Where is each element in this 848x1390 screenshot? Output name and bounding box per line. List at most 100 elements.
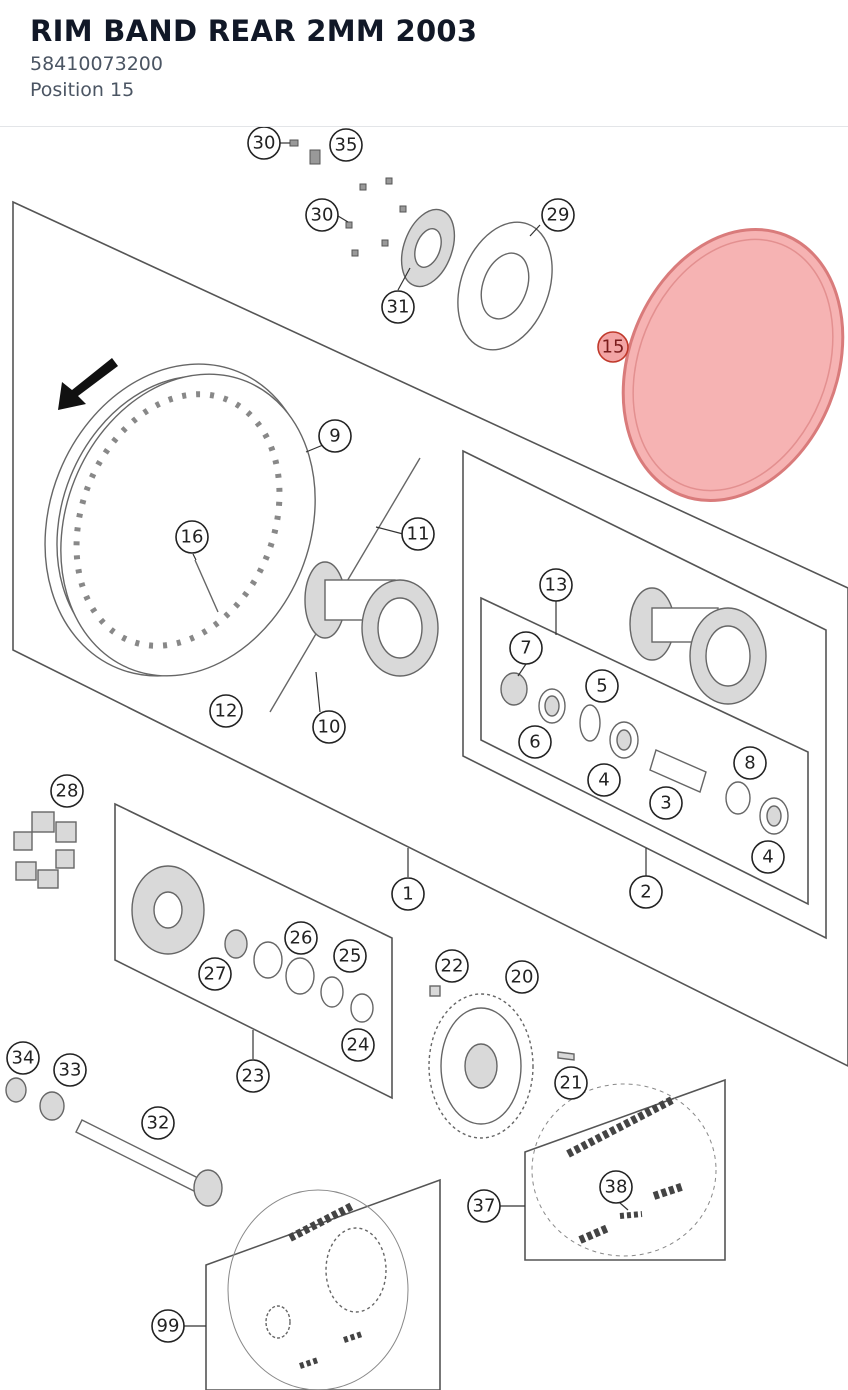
svg-text:30: 30 xyxy=(253,133,276,154)
svg-text:25: 25 xyxy=(339,946,362,967)
callout-7[interactable]: 7 xyxy=(509,631,543,665)
bearings-and-spacers xyxy=(500,672,789,835)
rotation-arrow-icon xyxy=(58,358,118,410)
callout-8[interactable]: 8 xyxy=(733,746,767,780)
callout-21[interactable]: 21 xyxy=(554,1066,588,1100)
callout-24[interactable]: 24 xyxy=(341,1028,375,1062)
cush-drive-parts xyxy=(131,865,374,1023)
callout-30-top[interactable]: 30 xyxy=(247,127,281,160)
callout-2[interactable]: 2 xyxy=(629,875,663,909)
svg-text:11: 11 xyxy=(407,524,430,545)
callout-4[interactable]: 4 xyxy=(587,763,621,797)
rear-sprocket xyxy=(428,993,534,1139)
svg-text:30: 30 xyxy=(311,205,334,226)
bearing-kit-panel xyxy=(480,596,809,906)
callout-38[interactable]: 38 xyxy=(599,1170,633,1204)
svg-text:10: 10 xyxy=(318,717,341,738)
callout-26[interactable]: 26 xyxy=(284,921,318,955)
callout-27[interactable]: 27 xyxy=(198,957,232,991)
svg-text:27: 27 xyxy=(204,964,227,985)
callout-22[interactable]: 22 xyxy=(435,949,469,983)
callout-12[interactable]: 12 xyxy=(209,694,243,728)
rim-band-highlight[interactable] xyxy=(584,196,848,534)
svg-text:24: 24 xyxy=(347,1035,370,1056)
part-number: 58410073200 xyxy=(30,53,163,75)
callout-99[interactable]: 99 xyxy=(151,1309,185,1343)
svg-text:26: 26 xyxy=(290,928,313,949)
svg-text:32: 32 xyxy=(147,1113,170,1134)
svg-text:12: 12 xyxy=(215,701,238,722)
disc-screws xyxy=(289,139,407,257)
chain-kit-contents xyxy=(531,1083,717,1257)
svg-text:37: 37 xyxy=(473,1196,496,1217)
svg-text:15: 15 xyxy=(602,337,625,358)
cush-drive-panel xyxy=(114,802,393,1100)
svg-text:16: 16 xyxy=(181,527,204,548)
callout-35[interactable]: 35 xyxy=(329,128,363,162)
svg-text:23: 23 xyxy=(242,1066,265,1087)
axle-parts xyxy=(5,1077,223,1207)
svg-text:38: 38 xyxy=(605,1177,628,1198)
svg-text:99: 99 xyxy=(157,1316,180,1337)
callout-13[interactable]: 13 xyxy=(539,568,573,602)
drive-kit-contents xyxy=(227,1189,409,1390)
callout-3[interactable]: 3 xyxy=(649,786,683,820)
callout-34[interactable]: 34 xyxy=(6,1041,40,1075)
sprocket-bolt xyxy=(557,1051,575,1061)
callout-30[interactable]: 30 xyxy=(305,198,339,232)
sprocket-nut xyxy=(429,985,441,997)
brake-disc-and-carrier xyxy=(400,208,553,351)
callout-4-right[interactable]: 4 xyxy=(751,840,785,874)
hub-exploded xyxy=(629,587,767,705)
svg-text:8: 8 xyxy=(744,753,755,774)
rear-wheel-assembly-panel xyxy=(12,200,848,1067)
callout-31[interactable]: 31 xyxy=(381,290,415,324)
svg-text:7: 7 xyxy=(520,638,531,659)
svg-text:13: 13 xyxy=(545,575,568,596)
exploded-parts-diagram: 30 35 30 29 31 15 9 16 11 13 7 5 6 4 3 8… xyxy=(5,127,848,1390)
svg-text:3: 3 xyxy=(660,793,671,814)
svg-text:4: 4 xyxy=(762,847,773,868)
svg-text:9: 9 xyxy=(329,426,340,447)
svg-text:20: 20 xyxy=(511,967,534,988)
page-title: RIM BAND REAR 2MM 2003 xyxy=(30,14,478,48)
callout-9[interactable]: 9 xyxy=(318,419,352,453)
callout-5[interactable]: 5 xyxy=(585,669,619,703)
callout-10[interactable]: 10 xyxy=(312,710,346,744)
callout-11[interactable]: 11 xyxy=(401,517,435,551)
svg-text:29: 29 xyxy=(547,205,570,226)
callout-37[interactable]: 37 xyxy=(467,1189,501,1223)
svg-text:28: 28 xyxy=(56,781,79,802)
svg-text:34: 34 xyxy=(12,1048,35,1069)
callout-32[interactable]: 32 xyxy=(141,1106,175,1140)
hub-assembly-panel xyxy=(462,449,827,940)
svg-text:21: 21 xyxy=(560,1073,583,1094)
svg-text:1: 1 xyxy=(402,884,413,905)
svg-text:31: 31 xyxy=(387,297,410,318)
callout-16[interactable]: 16 xyxy=(175,520,209,554)
svg-text:33: 33 xyxy=(59,1060,82,1081)
svg-text:5: 5 xyxy=(596,676,607,697)
callout-23[interactable]: 23 xyxy=(236,1059,270,1093)
part-header: RIM BAND REAR 2MM 2003 58410073200 Posit… xyxy=(0,0,848,127)
callout-1[interactable]: 1 xyxy=(391,877,425,911)
wheel-hub xyxy=(304,561,439,677)
wheel-rim xyxy=(44,363,316,677)
callout-33[interactable]: 33 xyxy=(53,1053,87,1087)
drive-kit-panel xyxy=(205,1178,441,1390)
chain-kit-panel xyxy=(524,1078,726,1261)
svg-text:22: 22 xyxy=(441,956,464,977)
callout-20[interactable]: 20 xyxy=(505,960,539,994)
position-label: Position 15 xyxy=(30,79,135,101)
callout-25[interactable]: 25 xyxy=(333,939,367,973)
callout-28[interactable]: 28 xyxy=(50,774,84,808)
leader-lines xyxy=(184,142,647,1327)
callout-29[interactable]: 29 xyxy=(541,198,575,232)
cush-rubbers xyxy=(13,811,77,889)
svg-text:2: 2 xyxy=(640,882,651,903)
svg-text:35: 35 xyxy=(335,135,358,156)
callout-15-highlighted[interactable]: 15 xyxy=(597,331,629,363)
svg-text:6: 6 xyxy=(529,732,540,753)
callout-6[interactable]: 6 xyxy=(518,725,552,759)
svg-text:4: 4 xyxy=(598,770,609,791)
